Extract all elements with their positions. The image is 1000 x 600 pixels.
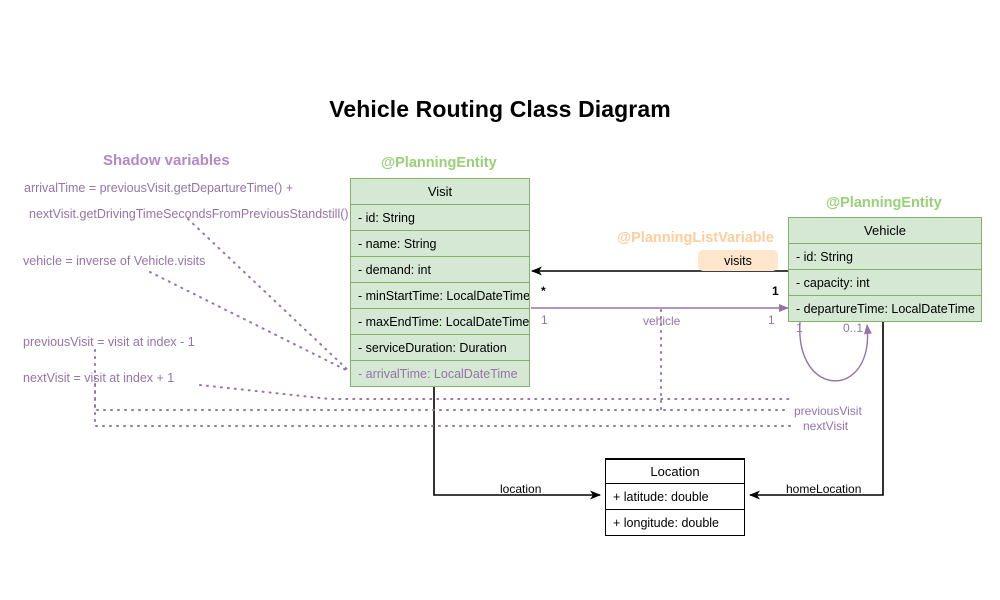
class-attribute: - capacity: int	[789, 269, 981, 295]
edge-label-next-visit: nextVisit	[803, 419, 849, 433]
class-attribute: - serviceDuration: Duration	[351, 334, 529, 360]
class-attribute: - departureTime: LocalDateTime	[789, 295, 981, 321]
multiplicity-visits-target: 1	[772, 284, 779, 298]
stereotype-visit: @PlanningEntity	[381, 155, 497, 171]
class-box-visit[interactable]: Visit - id: String - name: String - dema…	[350, 178, 530, 387]
multiplicity-vehicle-source: 1	[541, 313, 548, 327]
class-name-location: Location	[606, 459, 744, 483]
multiplicity-self-loop-right: 0..1	[843, 321, 864, 335]
class-attribute: - demand: int	[351, 256, 529, 282]
edge-label-home-location: homeLocation	[786, 482, 862, 496]
shadow-note-vehicle: vehicle = inverse of Vehicle.visits	[23, 254, 206, 268]
shadow-note-previousvisit: previousVisit = visit at index - 1	[23, 335, 195, 349]
multiplicity-self-loop-left: 1	[796, 321, 803, 335]
class-attribute: + longitude: double	[606, 509, 744, 535]
class-attribute: - minStartTime: LocalDateTime	[351, 282, 529, 308]
page-title: Vehicle Routing Class Diagram	[329, 96, 671, 122]
shadow-variables-title: Shadow variables	[103, 152, 230, 169]
class-attribute: - id: String	[351, 204, 529, 230]
class-attribute: - name: String	[351, 230, 529, 256]
shadow-note-arrivaltime-2: nextVisit.getDrivingTimeSecondsFromPrevi…	[29, 207, 349, 221]
edge-label-vehicle: vehicle	[643, 314, 681, 328]
class-attribute: + latitude: double	[606, 483, 744, 509]
edge-label-previous-visit: previousVisit	[794, 404, 862, 418]
multiplicity-vehicle-target: 1	[768, 313, 775, 327]
edge-label-location: location	[500, 482, 542, 496]
badge-visits: visits	[698, 250, 778, 271]
class-attribute: - maxEndTime: LocalDateTime	[351, 308, 529, 334]
class-box-location[interactable]: Location + latitude: double + longitude:…	[605, 458, 745, 536]
class-attribute: - id: String	[789, 243, 981, 269]
class-box-vehicle[interactable]: Vehicle - id: String - capacity: int - d…	[788, 217, 982, 322]
edge-location	[433, 384, 601, 500]
class-name-visit: Visit	[427, 184, 453, 199]
shadow-note-nextvisit: nextVisit = visit at index + 1	[23, 371, 175, 385]
class-name-vehicle: Vehicle	[864, 223, 906, 238]
stereotype-vehicle: @PlanningEntity	[826, 195, 942, 211]
multiplicity-visits-source: *	[541, 284, 546, 298]
class-attribute-shadow: - arrivalTime: LocalDateTime	[351, 360, 529, 386]
shadow-note-arrivaltime-1: arrivalTime = previousVisit.getDeparture…	[24, 181, 294, 195]
stereotype-planning-list-variable: @PlanningListVariable	[617, 230, 774, 246]
